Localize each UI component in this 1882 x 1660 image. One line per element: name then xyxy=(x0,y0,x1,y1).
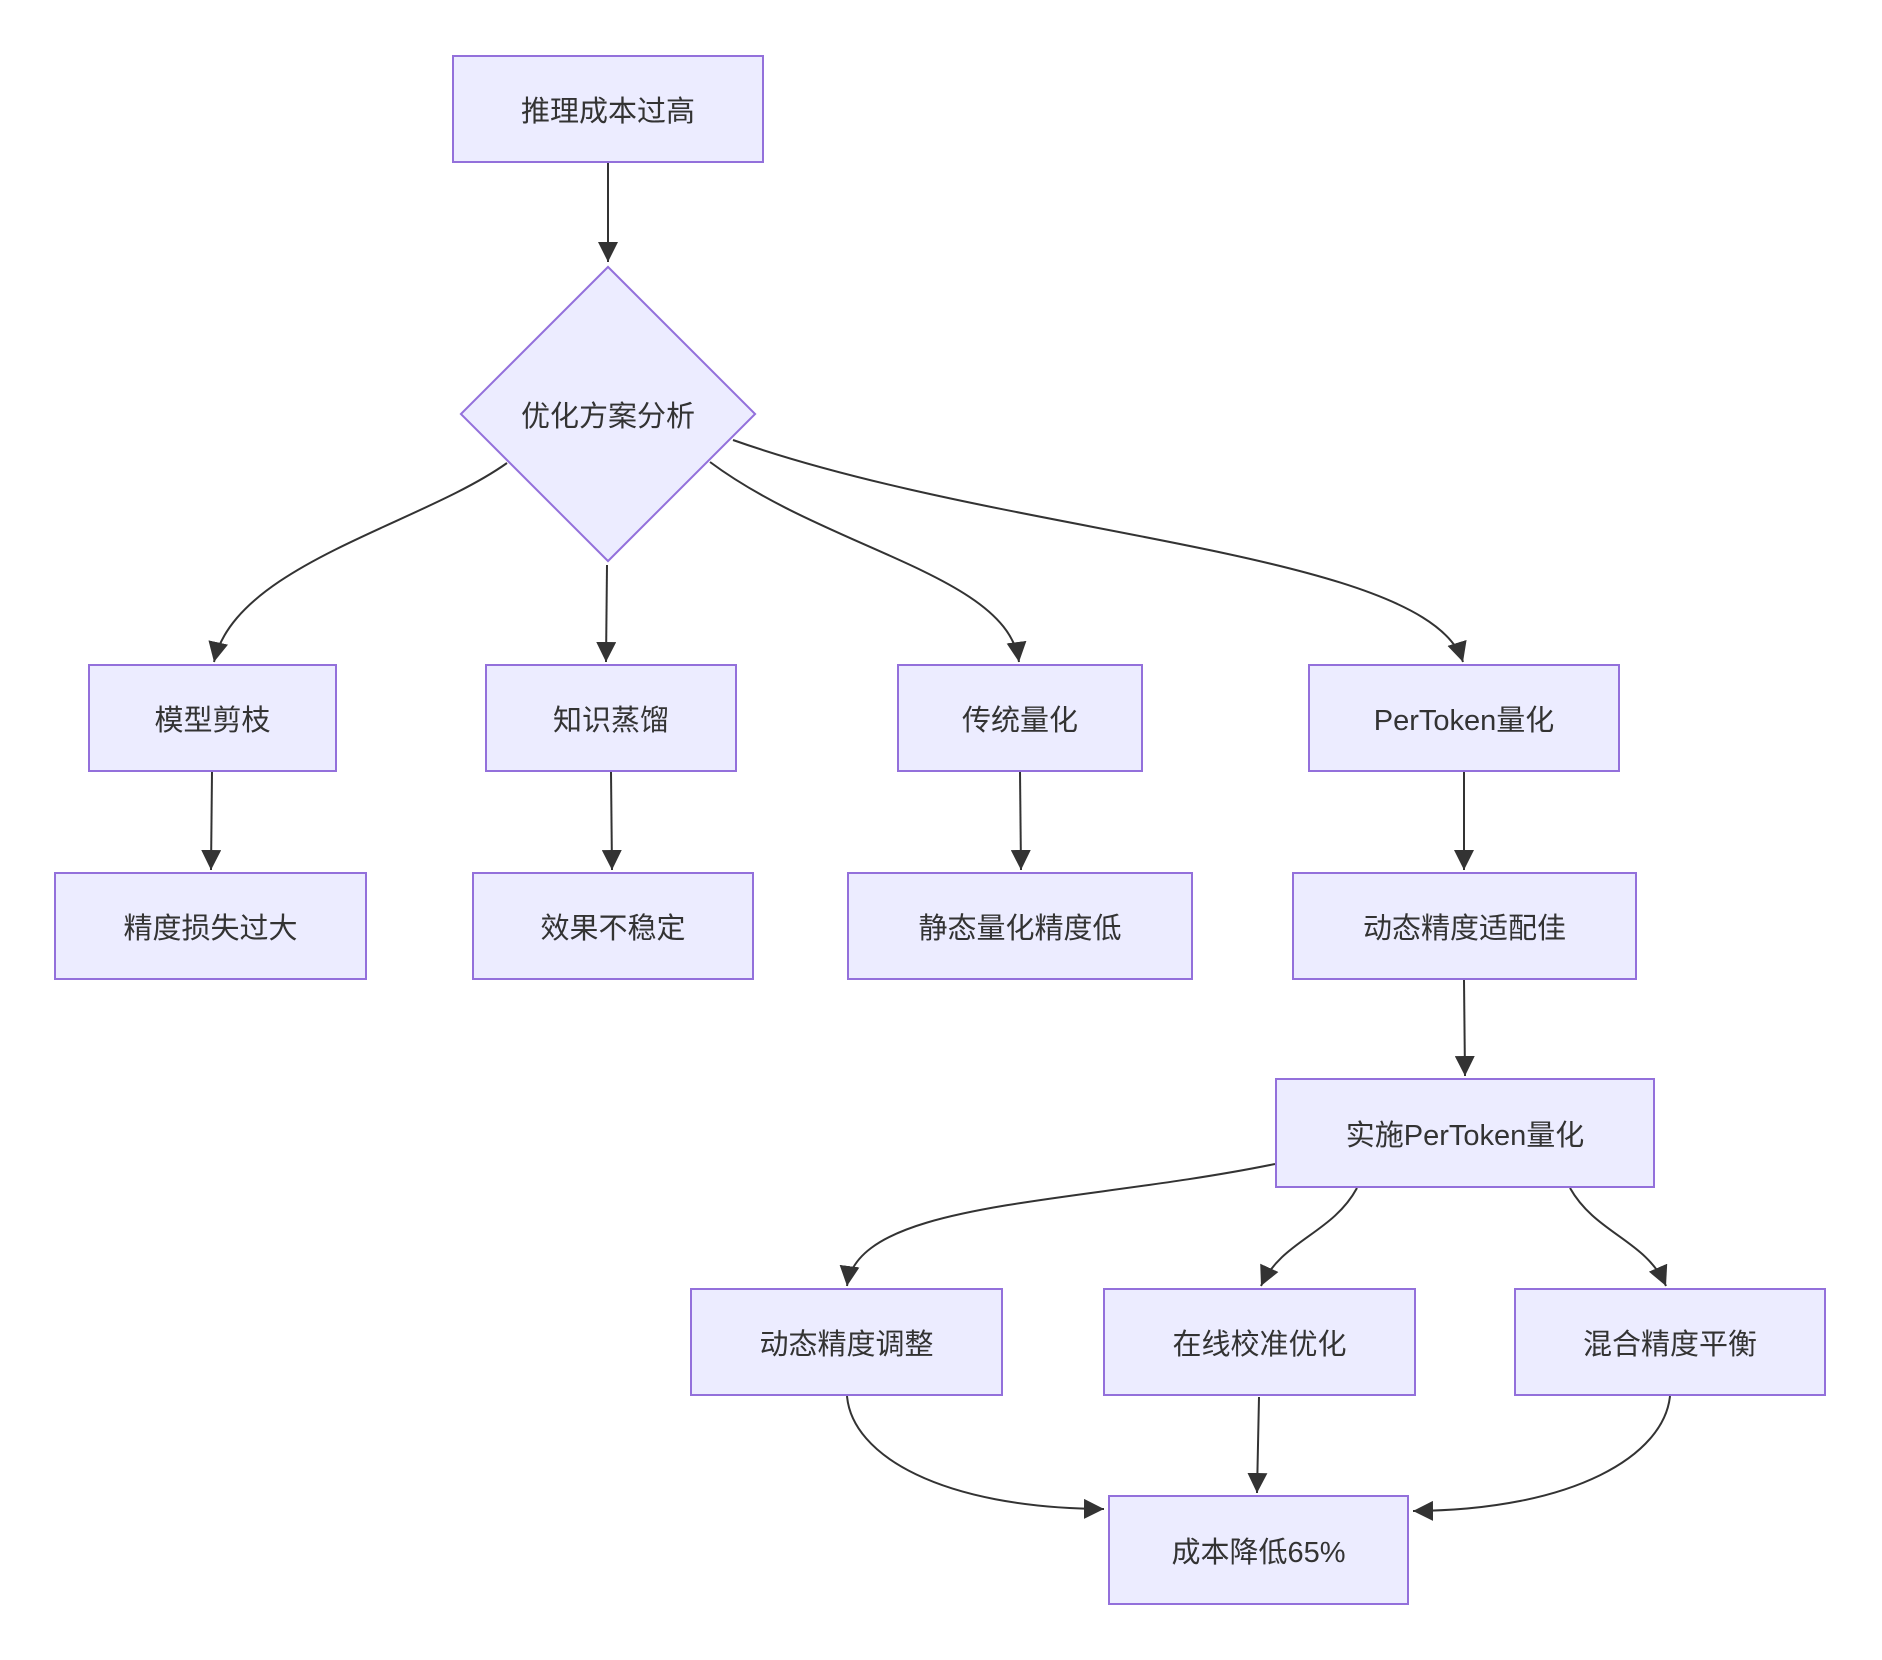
node-pruning: 模型剪枝 xyxy=(88,664,337,772)
node-label: PerToken量化 xyxy=(1373,705,1555,737)
node-label: 成本降低65% xyxy=(1171,1537,1346,1569)
node-label: 模型剪枝 xyxy=(154,705,271,737)
edge-analysis-to-distillation xyxy=(596,564,617,663)
edge-implement-to-dynamic-adjust xyxy=(839,1163,1276,1287)
edge-pruning-to-issue xyxy=(201,771,222,871)
edge-online-calibration-to-outcome xyxy=(1247,1396,1268,1494)
node-analysis-decision: 优化方案分析 xyxy=(458,264,758,564)
edge-dynamic-adjust-to-outcome xyxy=(846,1395,1105,1519)
edge-implement-to-online-calibration xyxy=(1260,1187,1358,1287)
node-high-cost: 推理成本过高 xyxy=(452,55,764,163)
node-implement: 实施PerToken量化 xyxy=(1275,1078,1655,1188)
node-pertoken-benefit: 动态精度适配佳 xyxy=(1292,872,1637,980)
node-label: 静态量化精度低 xyxy=(918,913,1122,945)
edge-analysis-to-pertoken-quant xyxy=(732,439,1467,663)
node-traditional-quant: 传统量化 xyxy=(897,664,1143,772)
node-label: 在线校准优化 xyxy=(1172,1329,1347,1361)
node-distillation-issue: 效果不稳定 xyxy=(472,872,754,980)
node-label: 效果不稳定 xyxy=(540,913,686,945)
edge-mixed-precision-to-outcome xyxy=(1412,1395,1671,1521)
edge-analysis-to-traditional-quant xyxy=(709,461,1027,663)
node-pertoken-quant: PerToken量化 xyxy=(1308,664,1620,772)
node-label: 精度损失过大 xyxy=(123,913,298,945)
edge-implement-to-mixed-precision xyxy=(1569,1187,1668,1287)
node-traditional-issue: 静态量化精度低 xyxy=(847,872,1193,980)
node-label: 动态精度适配佳 xyxy=(1362,913,1566,945)
edge-analysis-to-pruning xyxy=(208,462,508,663)
node-label: 推理成本过高 xyxy=(520,96,695,128)
node-label: 实施PerToken量化 xyxy=(1345,1120,1585,1152)
node-distillation: 知识蒸馏 xyxy=(485,664,737,772)
node-dynamic-adjust: 动态精度调整 xyxy=(690,1288,1003,1396)
node-label: 优化方案分析 xyxy=(520,401,695,433)
node-label: 知识蒸馏 xyxy=(552,705,669,737)
node-label: 混合精度平衡 xyxy=(1582,1329,1757,1361)
edge-traditional-to-issue xyxy=(1010,771,1031,871)
node-pruning-issue: 精度损失过大 xyxy=(54,872,367,980)
node-online-calibration: 在线校准优化 xyxy=(1103,1288,1416,1396)
edge-benefit-to-implement xyxy=(1454,979,1475,1077)
node-outcome: 成本降低65% xyxy=(1108,1495,1409,1605)
node-label: 传统量化 xyxy=(961,705,1078,737)
node-mixed-precision: 混合精度平衡 xyxy=(1514,1288,1826,1396)
node-label: 动态精度调整 xyxy=(759,1329,934,1361)
edge-distillation-to-issue xyxy=(601,771,622,871)
